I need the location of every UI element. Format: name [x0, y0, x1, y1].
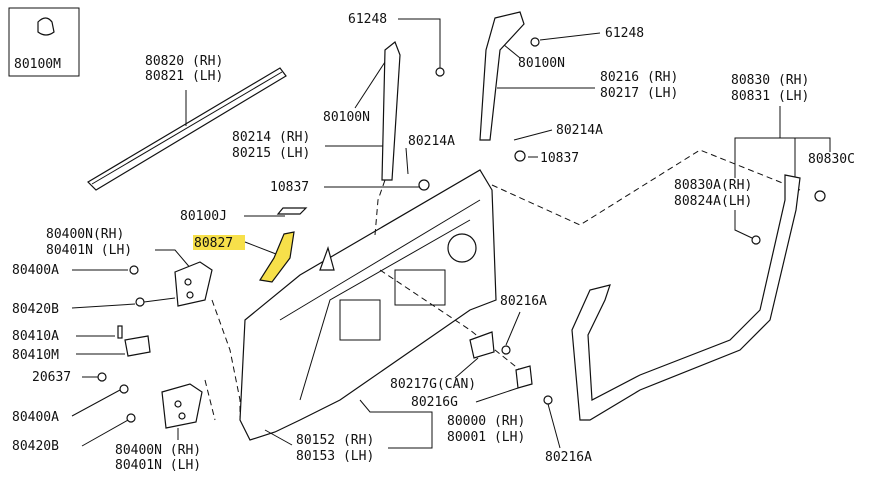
label-61248-b: 61248: [605, 26, 644, 41]
label-80824A: 80824A(LH): [674, 194, 752, 209]
emblem-icon: [37, 17, 55, 36]
label-80152: 80152 (RH): [296, 433, 374, 448]
label-80214A-b: 80214A: [556, 123, 603, 138]
label-80216A-a: 80216A: [500, 294, 547, 309]
label-80821: 80821 (LH): [145, 69, 223, 84]
label-80830: 80830 (RH): [731, 73, 809, 88]
label-80831: 80831 (LH): [731, 89, 809, 104]
label-80400A: 80400A: [12, 263, 59, 278]
part-80100J: [276, 207, 308, 215]
part-door-sash: [381, 11, 540, 191]
label-80214A-a: 80214A: [408, 134, 455, 149]
label-80401N-b: 80401N (LH): [115, 458, 201, 473]
label-80100N-b: 80100N: [518, 56, 565, 71]
label-80216A-b: 80216A: [545, 450, 592, 465]
label-80217: 80217 (LH): [600, 86, 678, 101]
label-10837-b: 10837: [540, 151, 579, 166]
label-80100N-a: 80100N: [323, 110, 370, 125]
part-80827: [259, 231, 295, 283]
label-80001: 80001 (LH): [447, 430, 525, 445]
label-80420B: 80420B: [12, 302, 59, 317]
label-80217G: 80217G(CAN): [390, 377, 476, 392]
label-80820: 80820 (RH): [145, 54, 223, 69]
label-80400N-b: 80400N (RH): [115, 443, 201, 458]
label-80153: 80153 (LH): [296, 449, 374, 464]
label-10837-a: 10837: [270, 180, 309, 195]
label-80216G: 80216G: [411, 395, 458, 410]
part-weatherstrip: [571, 174, 826, 421]
part-lower-hinge: [119, 383, 203, 429]
label-80410M: 80410M: [12, 348, 59, 363]
label-80830A: 80830A(RH): [674, 178, 752, 193]
label-80214: 80214 (RH): [232, 130, 310, 145]
highlight-80827: [193, 235, 245, 250]
part-80216G: [515, 365, 533, 389]
label-80827: 80827: [194, 236, 233, 251]
label-80100J: 80100J: [180, 209, 227, 224]
label-61248-a: 61248: [348, 12, 387, 27]
part-80820-moulding: 80820 (RH) 80821 (LH): [87, 54, 287, 191]
label-80000: 80000 (RH): [447, 414, 525, 429]
part-80100M-box: 80100M: [8, 7, 80, 77]
part-upper-hinge: [129, 261, 213, 307]
label-80420B-b: 80420B: [12, 439, 59, 454]
label-80216: 80216 (RH): [600, 70, 678, 85]
label-80830C: 80830C: [808, 152, 855, 167]
part-80217G: [469, 331, 495, 359]
label-80215: 80215 (LH): [232, 146, 310, 161]
label-80100M: 80100M: [14, 57, 61, 72]
label-80400A-b: 80400A: [12, 410, 59, 425]
label-80401N: 80401N (LH): [46, 243, 132, 258]
part-door-check: [97, 325, 151, 382]
label-80410A: 80410A: [12, 329, 59, 344]
part-door-shell: [239, 169, 497, 441]
label-80400N: 80400N(RH): [46, 227, 124, 242]
label-20637: 20637: [32, 370, 71, 385]
